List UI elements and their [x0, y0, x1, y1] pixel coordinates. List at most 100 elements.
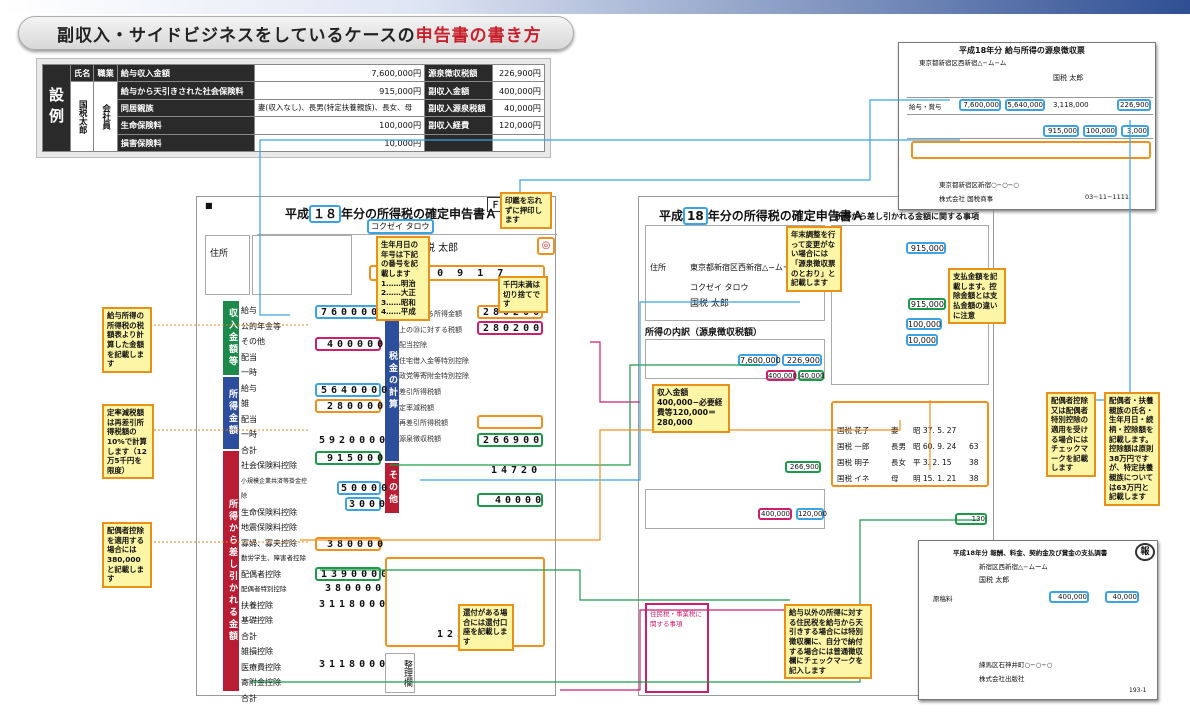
row-key: 源泉徴収税額	[424, 63, 494, 83]
label: 差引所得税額	[399, 387, 441, 396]
label: 課税される所得金額	[399, 310, 462, 318]
note-calc: 収入金額400,000−必要経費等120,000＝280,000	[652, 384, 730, 433]
dependent-age: 38	[969, 474, 979, 483]
payment-payer: 練馬区石神井町○−○−○	[979, 661, 1053, 669]
withholding-slip: 平成18年分 給与所得の源泉徴収票 東京都新宿区西新宿△−ム−ム 国税 太郎 給…	[898, 42, 1156, 210]
payment-slip: 平成18年分 報酬、料金、契約金及び賞金の支払調書 報 新宿区西新宿△−ムーム …	[918, 540, 1158, 700]
example-table: 設例 氏名 職業 給与収入金額 7,600,000円 源泉徴収税額 226,90…	[42, 63, 545, 153]
year: １８	[309, 205, 342, 223]
row-value: 10,000円	[253, 133, 426, 153]
section-other: その他	[385, 463, 399, 513]
connector	[590, 341, 640, 403]
title-part2: 申告書の書き方	[415, 25, 542, 46]
row-line	[257, 219, 557, 235]
value: 1390000	[321, 569, 392, 580]
dependent-name: 国税 一郎	[837, 442, 870, 451]
value: 266900	[483, 435, 544, 446]
value: 280200	[483, 323, 544, 334]
slip-salary: 7,600,000	[959, 99, 1001, 111]
note-refund-account: 還付がある場合には還付口座を記載します	[458, 604, 514, 651]
value-box: 50000	[337, 481, 387, 495]
value-box: 3118000	[315, 659, 385, 673]
connector	[320, 569, 790, 601]
seiri-label: 整理欄	[385, 653, 415, 693]
label: 小規模企業共済等掛金控除	[241, 477, 308, 501]
payment-tax: 40,000	[1105, 591, 1139, 603]
value-box: 380000	[315, 583, 381, 597]
slip-title: 平成18年分 給与所得の源泉徴収票	[959, 46, 1085, 55]
title-rest: 年分の所得税の確定申告書Ａ	[341, 207, 498, 221]
label: 給与	[241, 383, 257, 393]
row-key: 副収入経費	[424, 116, 494, 135]
value-box: 915000	[315, 451, 383, 465]
note-nenmatsu: 年末調整を行って変更がない場合には「源泉徴収票のとおり」と記載します	[786, 226, 842, 292]
value: 14720	[491, 465, 542, 476]
label: 定率減税額	[399, 403, 434, 412]
seal-icon: ◎	[537, 237, 555, 255]
header-job: 職業	[93, 63, 118, 83]
section-shotoku: 所得金額	[223, 377, 239, 449]
value-box: 5640000	[315, 383, 387, 397]
dependent-name: 国税 明子	[837, 458, 870, 467]
quake: 10,000	[906, 334, 938, 346]
label: 社会保険料控除	[241, 461, 297, 470]
address-label: 住所	[650, 263, 666, 272]
title-part1: 副収入・サイドビジネスをしているケースの	[57, 25, 416, 46]
income-table: 7,600,000 226,900 400,000 40,000	[645, 339, 825, 381]
furigana: コクゼイ タロウ	[367, 219, 434, 234]
slip-payer: 東京都新宿区新宿○−○−○	[939, 181, 1019, 189]
note-resident-tax: 給与以外の所得に対する住民税を給与から天引きする場合には特別徴収欄に、自分で納付…	[784, 604, 872, 680]
social: 915,000	[906, 242, 946, 254]
label: 住宅借入金等特別控除	[399, 356, 469, 365]
value: 3118000	[319, 599, 390, 610]
social2: 915,000	[908, 298, 946, 310]
era: 平成	[659, 209, 684, 223]
label: 雑	[241, 399, 249, 408]
name-value: 国税 太郎	[415, 243, 459, 254]
row-key: 給与から天引きされた社会保険料	[116, 81, 255, 100]
section-deductions: 所得から差し引かれる金額	[223, 451, 239, 691]
label: 合計	[241, 693, 257, 703]
dependent-dob: 昭 37. 5. 27	[913, 426, 957, 435]
note-dependents: 配偶者・扶養親族の氏名・生年月日・続柄・控除額を記載します。控除額は原則38万円…	[1104, 392, 1160, 506]
label: 上の⑳に対する税額	[399, 325, 462, 334]
value-box: 280200	[477, 321, 543, 335]
example-name: 国税太郎	[69, 81, 95, 152]
value: 915000	[327, 453, 388, 464]
value-box: 3000	[345, 497, 385, 511]
value-box: 1390000	[315, 567, 387, 581]
note-spouse: 配偶者控除を適用する場合には380,000と記載します	[102, 522, 152, 588]
address: 東京都新宿区西新宿△−ムーム	[690, 263, 799, 272]
resident-tax-box: 住民税・事業税に関する事項	[645, 603, 709, 693]
value: 380000	[327, 539, 388, 550]
connector	[259, 139, 960, 316]
slip-social: 915,000	[1043, 125, 1079, 137]
connector	[1080, 120, 1131, 401]
value: 400000	[327, 339, 388, 350]
value: 5640000	[321, 385, 392, 396]
value: 3000	[349, 499, 390, 510]
payment-name: 国税 太郎	[979, 576, 1010, 584]
value: 50000	[341, 483, 392, 494]
slip-row: 給与・賞与 7,600,000 5,640,000 3,118,000 226,…	[907, 97, 1153, 115]
slip-name: 国税 太郎	[1053, 74, 1084, 82]
label: 寡婦、寡夫控除	[241, 538, 297, 548]
note-birth: 生年月日の年号は下記の番号を記載します 1……明治 2……大正 3……昭和 4……	[376, 236, 430, 321]
label: 配偶者控除	[241, 569, 281, 579]
year: 18	[683, 207, 708, 225]
row-value: 226,900円	[492, 63, 545, 83]
label: 基礎控除	[241, 616, 273, 625]
income-section-title: 所得の内訳（源泉徴収税額）	[645, 328, 763, 338]
payment-stamp: 報	[1135, 543, 1155, 561]
top-banner	[0, 0, 1190, 14]
payment-company: 株式会社出版社	[979, 675, 1025, 683]
row-key: 生命保険料	[116, 116, 255, 135]
value-box: 380000	[315, 537, 383, 551]
birth-box: 3 3 5 0 9 1 7	[369, 265, 545, 281]
label: 配偶者特別控除	[241, 585, 287, 593]
slip-kind: 給与・賞与	[909, 103, 942, 111]
label: 合計	[241, 445, 257, 455]
connector	[390, 364, 760, 466]
tax-labels: 課税される所得金額上の⑳に対する税額配当控除住宅借入金等特別控除政党等寄附金特別…	[399, 307, 469, 447]
example-label: 設例	[42, 64, 71, 152]
